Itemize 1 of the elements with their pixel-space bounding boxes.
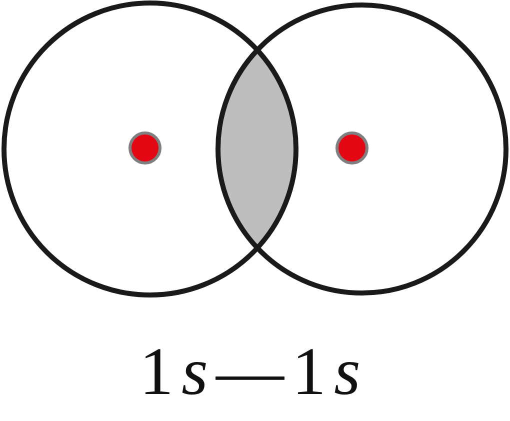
caption: 1s—1s bbox=[140, 333, 368, 409]
